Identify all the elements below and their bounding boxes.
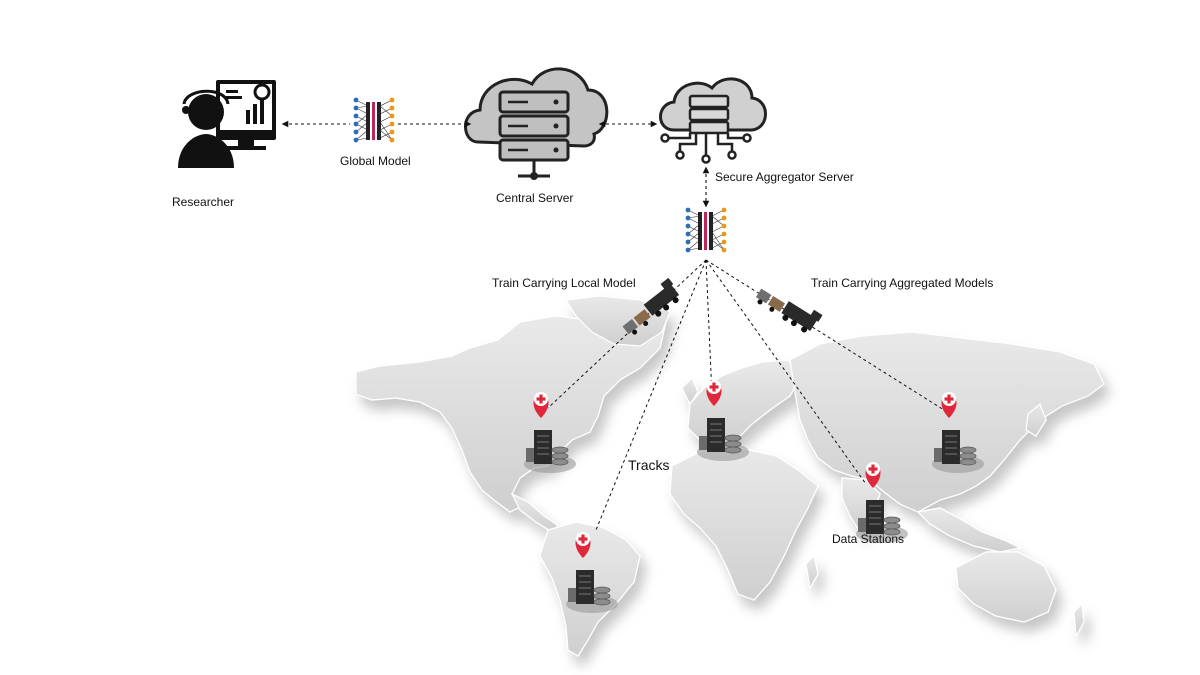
cloud-server-icon — [464, 67, 609, 180]
central-server-label: Central Server — [496, 191, 574, 205]
europe — [687, 359, 801, 447]
track-china — [705, 259, 945, 411]
tracks — [547, 259, 945, 531]
data-stations-label: Data Stations — [832, 532, 905, 546]
aggregator-neural-network-icon — [685, 207, 727, 253]
asia — [789, 331, 1105, 513]
cloud-network-icon — [659, 77, 767, 164]
train-local-label: Train Carrying Local Model — [492, 276, 636, 290]
track-south-america — [595, 259, 707, 531]
neural-network-icon — [353, 97, 395, 143]
africa — [669, 447, 819, 601]
southeast-asia — [916, 507, 1022, 553]
madagascar — [805, 554, 819, 590]
track-europe — [705, 259, 713, 397]
researcher-icon — [178, 80, 276, 168]
researcher-label: Researcher — [172, 195, 235, 209]
track-north-america — [547, 259, 707, 409]
new-zealand — [1073, 602, 1085, 638]
train-aggregated-label: Train Carrying Aggregated Models — [811, 276, 994, 290]
uk — [681, 376, 699, 406]
greenland — [564, 295, 671, 347]
global-model-label: Global Model — [340, 154, 411, 168]
north-america — [355, 315, 667, 513]
secure-aggregator-label: Secure Aggregator Server — [715, 170, 854, 184]
world-map — [355, 295, 1105, 657]
japan — [1025, 402, 1047, 437]
australia — [955, 551, 1057, 623]
central-america — [510, 492, 564, 533]
track-india — [705, 259, 867, 485]
tracks-label: Tracks — [628, 457, 670, 473]
connections — [281, 120, 710, 208]
